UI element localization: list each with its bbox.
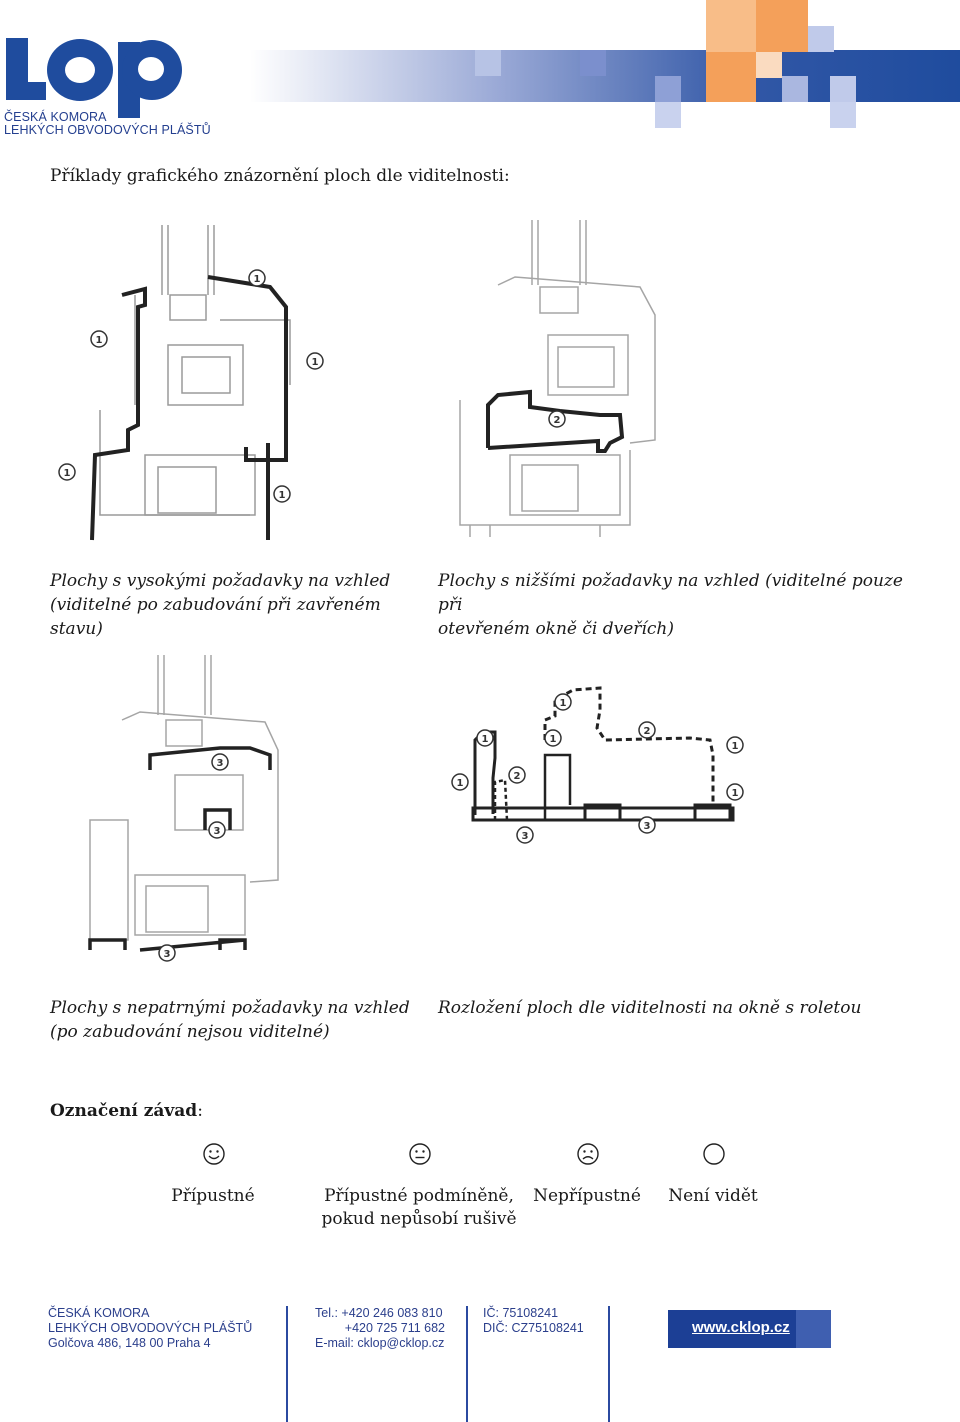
svg-text:3: 3 xyxy=(214,826,221,837)
svg-text:1: 1 xyxy=(482,734,489,745)
profile-diagram-minimal-visibility: 3 3 3 xyxy=(88,655,279,962)
defect-label-not-visible: Není vidět xyxy=(660,1185,766,1208)
defects-title-text: Označení závad xyxy=(50,1101,198,1121)
page-heading: Příklady grafického znázornění ploch dle… xyxy=(50,166,510,186)
caption-line: otevřeném okně či dveřích) xyxy=(438,619,674,639)
caption-line: Plochy s nepatrnými požadavky na vzhled xyxy=(50,998,410,1018)
svg-text:1: 1 xyxy=(550,734,557,745)
marker-3 xyxy=(516,816,656,844)
smiley-happy-icon xyxy=(203,1143,225,1165)
footer-contacts: Tel.: +420 246 083 810 +420 725 711 682 … xyxy=(315,1306,445,1351)
svg-text:2: 2 xyxy=(514,771,521,782)
svg-text:3: 3 xyxy=(164,949,171,960)
marker-3 xyxy=(158,753,229,962)
caption-line: Rozložení ploch dle viditelnosti na okně… xyxy=(438,998,862,1018)
footer-organization: ČESKÁ KOMORA LEHKÝCH OBVODOVÝCH PLÁŠTŮ G… xyxy=(48,1306,252,1351)
marker-2 xyxy=(508,721,656,784)
footer-org-line: LEHKÝCH OBVODOVÝCH PLÁŠTŮ xyxy=(48,1321,253,1335)
svg-text:1: 1 xyxy=(279,490,286,501)
cklop-logo xyxy=(6,38,182,118)
smiley-neutral-icon xyxy=(409,1143,431,1165)
svg-text:1: 1 xyxy=(732,741,739,752)
svg-text:1: 1 xyxy=(312,357,319,368)
footer-address: Golčova 486, 148 00 Praha 4 xyxy=(48,1336,211,1350)
profile-diagram-high-visibility: 1 1 1 1 1 xyxy=(58,225,324,541)
caption-line: (viditelné po zabudování při zavřeném st… xyxy=(50,595,381,639)
svg-text:1: 1 xyxy=(560,698,567,709)
footer-ids: IČ: 75108241 DIČ: CZ75108241 xyxy=(483,1306,584,1336)
footer-ic: IČ: 75108241 xyxy=(483,1306,559,1320)
figure-caption: Plochy s vysokými požadavky na vzhled (v… xyxy=(50,569,430,641)
figure-caption: Rozložení ploch dle viditelnosti na okně… xyxy=(438,996,908,1020)
defect-label-line: Přípustné xyxy=(171,1186,255,1206)
svg-text:1: 1 xyxy=(732,788,739,799)
smiley-sad-icon xyxy=(577,1143,599,1165)
svg-text:1: 1 xyxy=(457,778,464,789)
caption-line: Plochy s vysokými požadavky na vzhled xyxy=(50,571,391,591)
marker-2 xyxy=(548,410,566,428)
logo-subtitle-line1: ČESKÁ KOMORA xyxy=(4,110,107,124)
defect-label-line: Přípustné podmíněně, xyxy=(324,1186,514,1206)
svg-text:1: 1 xyxy=(254,274,261,285)
defects-title: Označení závad: xyxy=(50,1101,203,1121)
figure-caption: Plochy s nepatrnými požadavky na vzhled … xyxy=(50,996,430,1044)
svg-text:3: 3 xyxy=(644,821,651,832)
defect-label-line: pokud nepůsobí rušivě xyxy=(321,1209,517,1229)
logo-subtitle-line2: LEHKÝCH OBVODOVÝCH PLÁŠTŮ xyxy=(4,123,211,137)
svg-text:3: 3 xyxy=(217,758,224,769)
svg-text:3: 3 xyxy=(522,831,529,842)
footer-phone: +420 725 711 682 xyxy=(344,1321,445,1335)
circle-empty-icon xyxy=(703,1143,725,1165)
roller-shutter-section-diagram: 1 1 1 1 1 1 2 2 3 3 xyxy=(451,686,744,844)
website-link-button[interactable]: www.cklop.cz xyxy=(668,1310,831,1348)
footer-org-line: ČESKÁ KOMORA xyxy=(48,1306,150,1320)
website-link-text[interactable]: www.cklop.cz xyxy=(692,1319,790,1336)
footer-email: E-mail: cklop@cklop.cz xyxy=(315,1336,445,1350)
defect-label-line: Není vidět xyxy=(668,1186,758,1206)
svg-text:2: 2 xyxy=(644,726,651,737)
defect-label-line: Nepřípustné xyxy=(533,1186,641,1206)
defect-label-unacceptable: Nepřípustné xyxy=(528,1185,646,1208)
footer-dic: DIČ: CZ75108241 xyxy=(483,1321,584,1335)
defects-title-colon: : xyxy=(197,1101,203,1121)
svg-text:1: 1 xyxy=(96,335,103,346)
header-decor-band xyxy=(250,0,960,128)
footer-divider xyxy=(466,1306,468,1422)
caption-line: Plochy s nižšími požadavky na vzhled (vi… xyxy=(438,571,903,615)
svg-text:2: 2 xyxy=(554,415,561,426)
defect-label-conditional: Přípustné podmíněně, pokud nepůsobí ruši… xyxy=(310,1185,528,1231)
footer-divider xyxy=(608,1306,610,1422)
footer-phone: Tel.: +420 246 083 810 xyxy=(315,1306,443,1320)
marker-1 xyxy=(58,269,324,503)
caption-line: (po zabudování nejsou viditelné) xyxy=(50,1022,330,1042)
figure-caption: Plochy s nižšími požadavky na vzhled (vi… xyxy=(438,569,908,641)
website-button-shade xyxy=(796,1310,831,1348)
marker-1 xyxy=(451,693,744,801)
footer-divider xyxy=(286,1306,288,1422)
profile-diagram-lower-visibility: 2 xyxy=(459,220,656,537)
defect-label-acceptable: Přípustné xyxy=(150,1185,276,1208)
svg-text:1: 1 xyxy=(64,468,71,479)
